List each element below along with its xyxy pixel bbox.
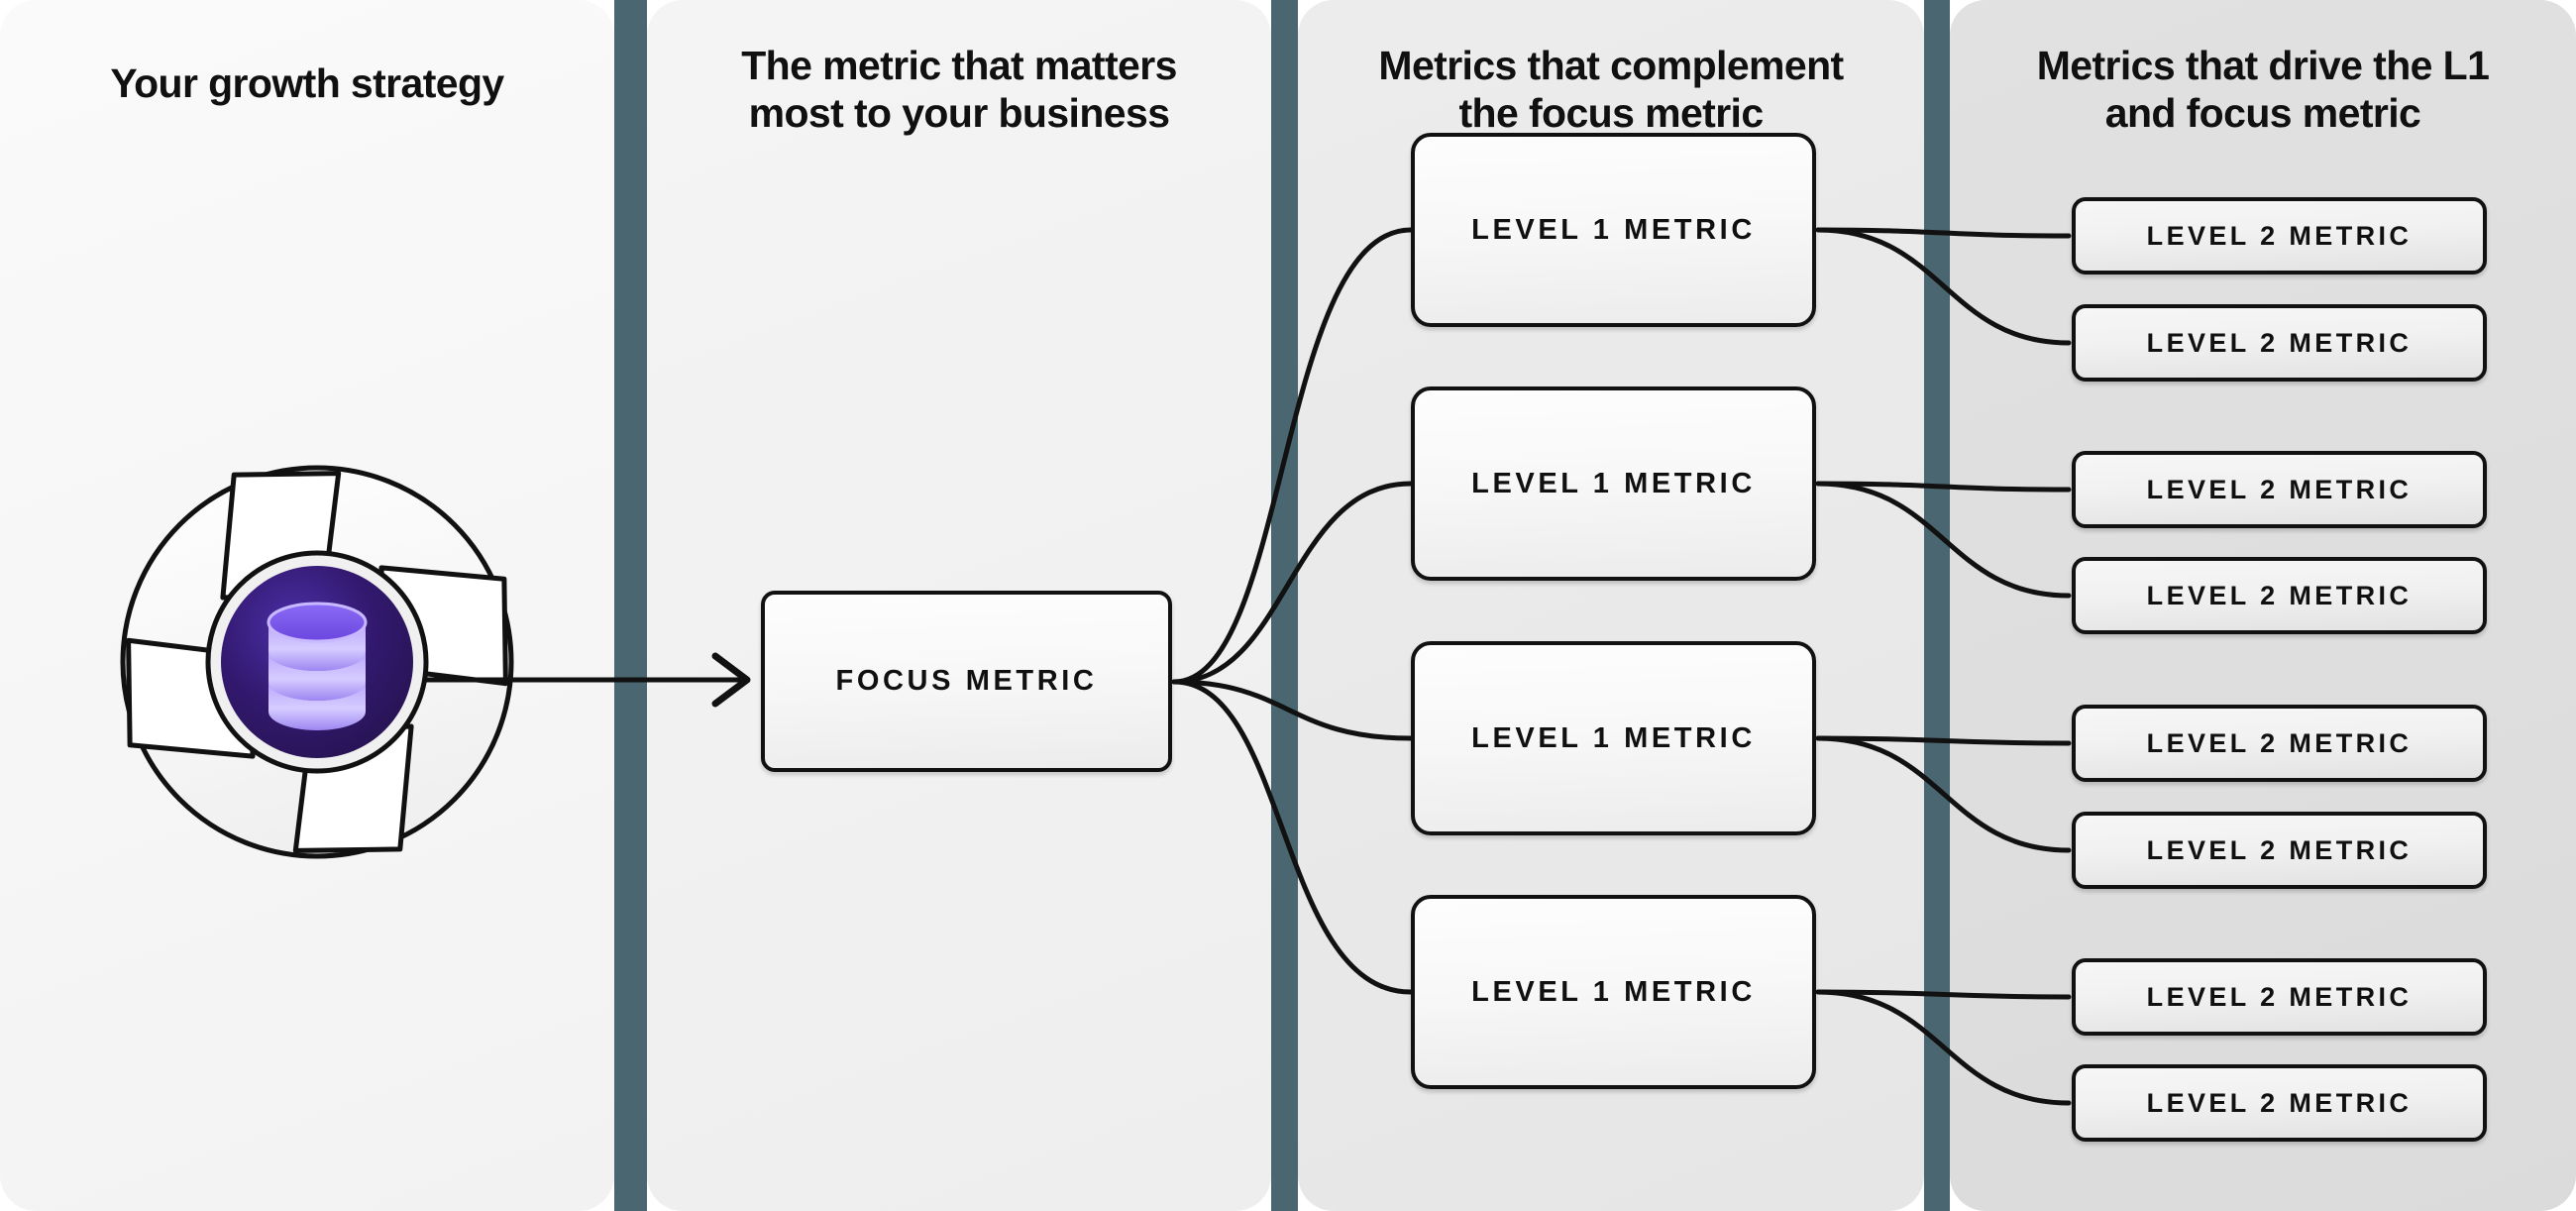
node-level-2-metric-3[interactable]: LEVEL 2 METRIC — [2072, 451, 2487, 528]
node-level-1-metric-1-label: LEVEL 1 METRIC — [1471, 213, 1756, 246]
node-level-1-metric-2[interactable]: LEVEL 1 METRIC — [1411, 386, 1816, 581]
node-level-2-metric-8[interactable]: LEVEL 2 METRIC — [2072, 1064, 2487, 1142]
node-level-2-metric-2[interactable]: LEVEL 2 METRIC — [2072, 304, 2487, 382]
node-level-2-metric-5-label: LEVEL 2 METRIC — [2146, 727, 2413, 758]
node-level-1-metric-4[interactable]: LEVEL 1 METRIC — [1411, 895, 1816, 1089]
column-divider-1 — [614, 0, 647, 1211]
node-level-2-metric-3-label: LEVEL 2 METRIC — [2146, 474, 2413, 504]
column-header-level-1-metrics: Metrics that complement the focus metric — [1378, 43, 1844, 137]
node-level-1-metric-3[interactable]: LEVEL 1 METRIC — [1411, 641, 1816, 835]
node-level-2-metric-1[interactable]: LEVEL 2 METRIC — [2072, 197, 2487, 275]
node-level-2-metric-6-label: LEVEL 2 METRIC — [2146, 834, 2413, 865]
column-header-growth-strategy: Your growth strategy — [110, 60, 504, 106]
node-focus-metric[interactable]: FOCUS METRIC — [761, 591, 1172, 772]
node-level-2-metric-1-label: LEVEL 2 METRIC — [2146, 220, 2413, 251]
node-level-2-metric-5[interactable]: LEVEL 2 METRIC — [2072, 705, 2487, 782]
growth-strategy-emblem — [84, 426, 550, 902]
node-level-2-metric-2-label: LEVEL 2 METRIC — [2146, 327, 2413, 358]
node-level-2-metric-4-label: LEVEL 2 METRIC — [2146, 580, 2413, 610]
column-header-focus-metric: The metric that matters most to your bus… — [741, 43, 1177, 137]
column-divider-2 — [1271, 0, 1298, 1211]
database-icon — [267, 602, 368, 730]
node-level-1-metric-3-label: LEVEL 1 METRIC — [1471, 721, 1756, 754]
node-level-2-metric-6[interactable]: LEVEL 2 METRIC — [2072, 812, 2487, 889]
node-level-2-metric-4[interactable]: LEVEL 2 METRIC — [2072, 557, 2487, 634]
node-level-2-metric-7[interactable]: LEVEL 2 METRIC — [2072, 958, 2487, 1036]
node-level-1-metric-2-label: LEVEL 1 METRIC — [1471, 467, 1756, 499]
node-level-2-metric-8-label: LEVEL 2 METRIC — [2146, 1087, 2413, 1118]
node-level-2-metric-7-label: LEVEL 2 METRIC — [2146, 981, 2413, 1012]
node-focus-metric-label: FOCUS METRIC — [835, 665, 1098, 697]
node-level-1-metric-1[interactable]: LEVEL 1 METRIC — [1411, 133, 1816, 327]
node-level-1-metric-4-label: LEVEL 1 METRIC — [1471, 975, 1756, 1008]
column-header-level-2-metrics: Metrics that drive the L1 and focus metr… — [2036, 43, 2490, 137]
column-divider-3 — [1924, 0, 1950, 1211]
